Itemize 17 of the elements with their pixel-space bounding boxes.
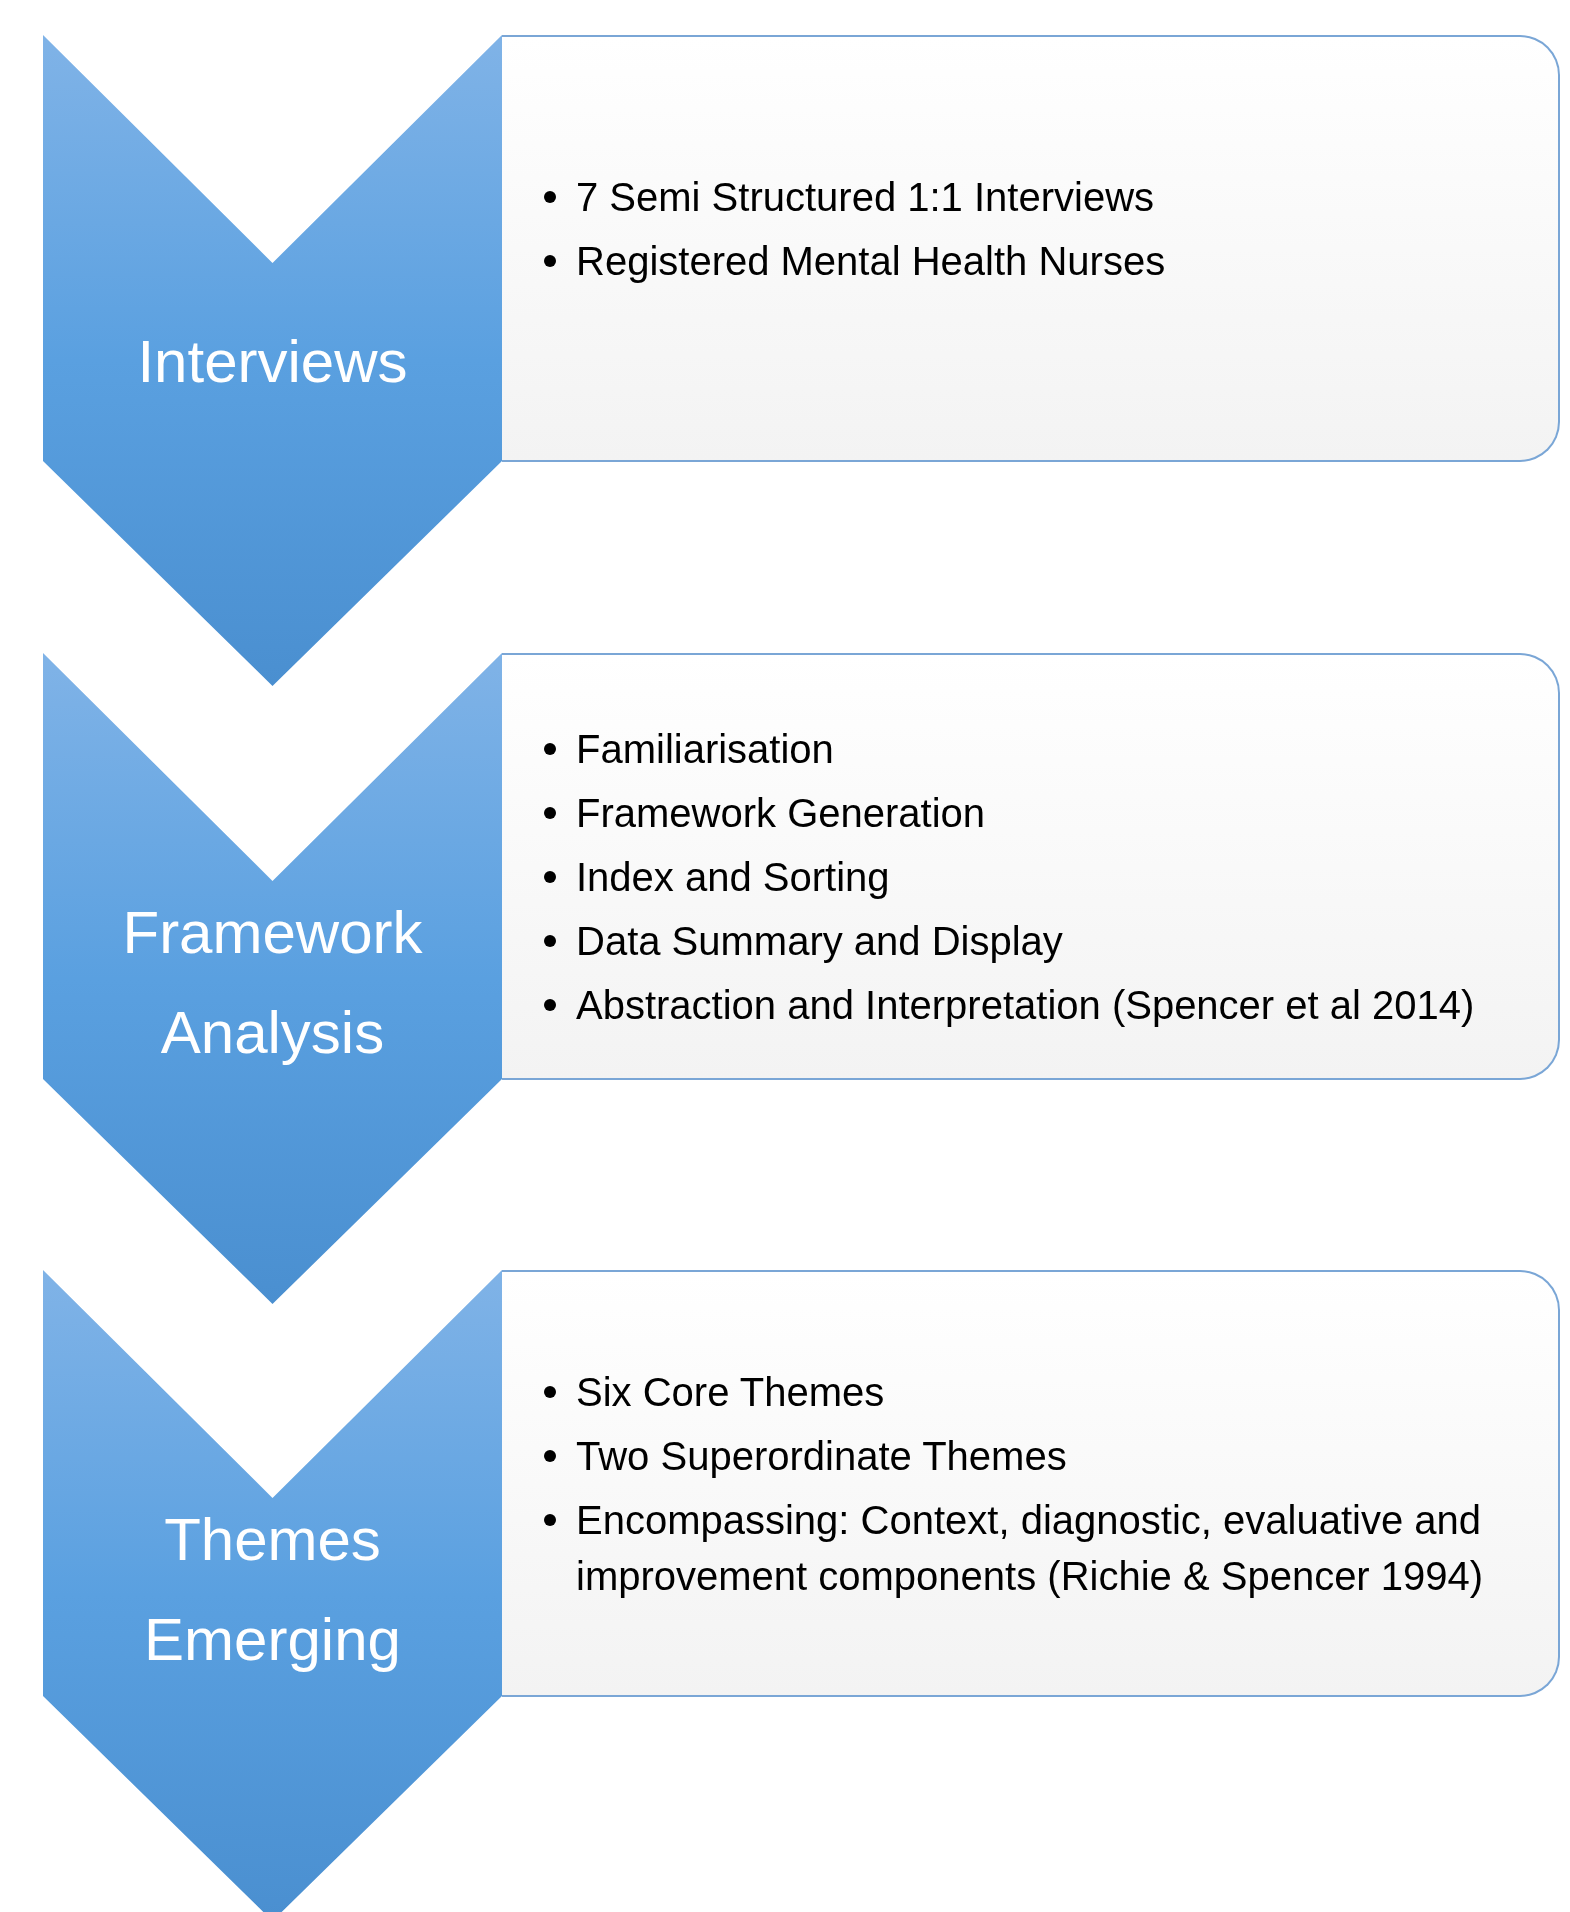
chevron-shape [43,1270,502,1912]
list-item-text: Registered Mental Health Nurses [576,237,1166,285]
list-item-text: Data Summary and Display [576,917,1063,965]
content-panel [502,653,1560,1080]
content-panel [502,35,1560,462]
list-item-text: Index and Sorting [576,853,890,901]
content-panel [502,1270,1560,1697]
list-item-text: Familiarisation [576,725,834,773]
chevron-label: Themes Emerging [143,1505,402,1675]
list-item-text: Six Core Themes [576,1368,885,1416]
list-item-text: Encompassing: Context, diagnostic, evaluative and improvement components (Richie & Spencer 1994) [576,1496,1485,1600]
chevron-label: Framework Analysis [121,898,424,1068]
list-item-text: 7 Semi Structured 1:1 Interviews [576,173,1155,221]
list-item-text: Two Superordinate Themes [576,1432,1067,1480]
list-item-text: Abstraction and Interpretation (Spencer et al 2014) [576,981,1475,1029]
chevron-label: Interviews [136,327,409,397]
list-item-text: Framework Generation [576,789,986,837]
